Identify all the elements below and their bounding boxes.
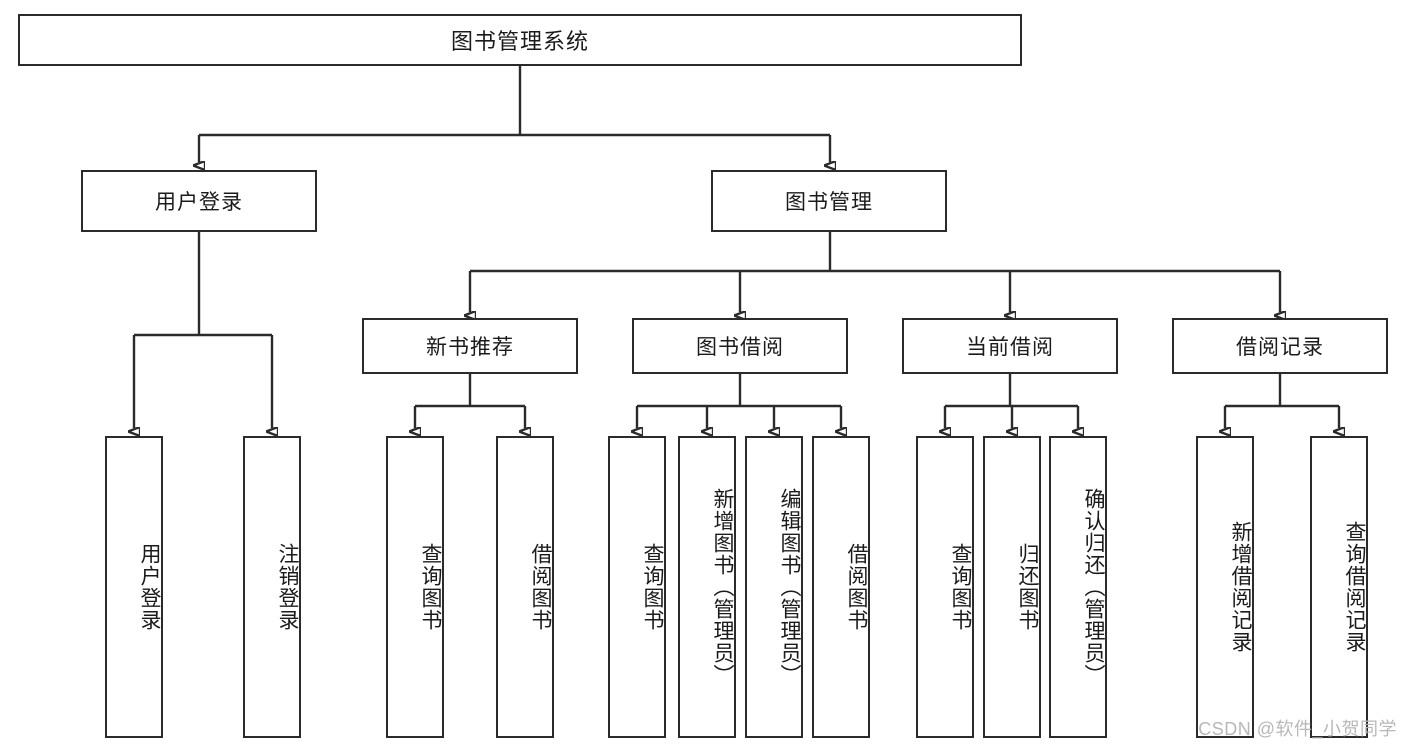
- node-leaf-borrow-book[interactable]: 借阅图书: [812, 436, 870, 738]
- node-borrow-record[interactable]: 借阅记录: [1172, 318, 1388, 374]
- node-user-login[interactable]: 用户登录: [81, 170, 317, 232]
- node-book-management[interactable]: 图书管理: [711, 170, 947, 232]
- node-book-borrow[interactable]: 图书借阅: [632, 318, 848, 374]
- node-leaf-logout[interactable]: 注销登录: [243, 436, 301, 738]
- node-leaf-user-login[interactable]: 用户登录: [105, 436, 163, 738]
- node-leaf-add-borrow-record[interactable]: 新增借阅记录: [1196, 436, 1254, 738]
- node-root-book-management-system[interactable]: 图书管理系统: [18, 14, 1022, 66]
- node-leaf-return-book[interactable]: 归还图书: [983, 436, 1041, 738]
- node-leaf-query-borrow-record[interactable]: 查询借阅记录: [1310, 436, 1368, 738]
- node-leaf-add-book-admin[interactable]: 新增图书（管理员）: [678, 436, 736, 738]
- node-leaf-confirm-return-admin[interactable]: 确认归还（管理员）: [1049, 436, 1107, 738]
- node-current-borrow[interactable]: 当前借阅: [902, 318, 1118, 374]
- node-leaf-query-book-borrow[interactable]: 查询图书: [608, 436, 666, 738]
- watermark-text: CSDN @软件_小贺同学: [1198, 719, 1397, 739]
- node-new-book-recommend[interactable]: 新书推荐: [362, 318, 578, 374]
- node-leaf-query-book-recommend[interactable]: 查询图书: [386, 436, 444, 738]
- node-leaf-edit-book-admin[interactable]: 编辑图书（管理员）: [745, 436, 803, 738]
- node-leaf-query-book-current[interactable]: 查询图书: [916, 436, 974, 738]
- node-leaf-borrow-book-recommend[interactable]: 借阅图书: [496, 436, 554, 738]
